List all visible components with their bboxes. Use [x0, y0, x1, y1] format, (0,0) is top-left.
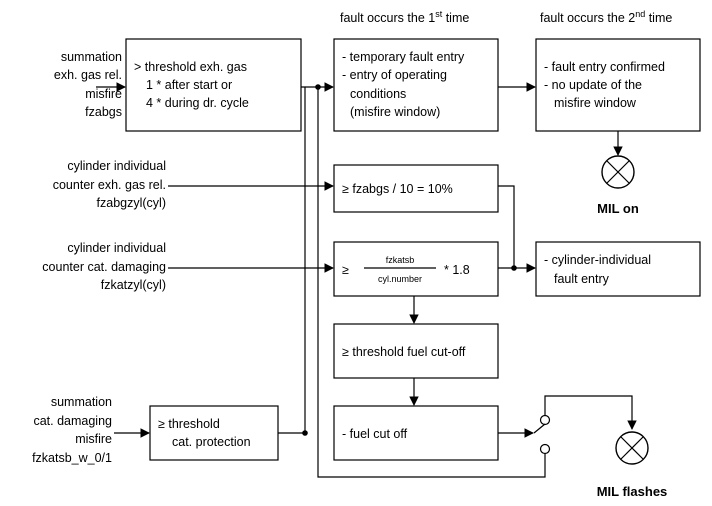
input-summation-exh-gas: summation exh. gas rel. misfire fzabgs [54, 50, 122, 119]
mil-flashes-lamp-icon [615, 431, 649, 465]
svg-text:≥ threshold fuel cut-off: ≥ threshold fuel cut-off [342, 345, 466, 359]
svg-text:cylinder individual: cylinder individual [67, 159, 166, 173]
svg-text:cyl.number: cyl.number [378, 274, 422, 284]
exh-gas-bus-line [317, 87, 546, 478]
svg-text:cat. protection: cat. protection [172, 435, 251, 449]
svg-text:(misfire window): (misfire window) [350, 105, 440, 119]
svg-text:* 1.8: * 1.8 [444, 263, 470, 277]
svg-text:fzkatsb_w_0/1: fzkatsb_w_0/1 [32, 451, 112, 465]
svg-text:conditions: conditions [350, 87, 406, 101]
box-cylinder-individual-fault-entry: - cylinder-individual fault entry [535, 241, 701, 297]
svg-text:fault entry: fault entry [554, 272, 610, 286]
svg-text:fzabgzyl(cyl): fzabgzyl(cyl) [97, 196, 166, 210]
input-cylinder-exh-gas-counter: cylinder individual counter exh. gas rel… [53, 159, 166, 210]
header-first-occurrence: fault occurs the 1st time [340, 9, 469, 25]
box-temporary-fault-entry: - temporary fault entry - entry of opera… [333, 38, 499, 132]
svg-text:≥: ≥ [342, 263, 349, 277]
svg-text:misfire window: misfire window [554, 96, 637, 110]
svg-text:counter cat. damaging: counter cat. damaging [42, 260, 166, 274]
svg-text:misfire: misfire [75, 432, 112, 446]
svg-text:cylinder individual: cylinder individual [67, 241, 166, 255]
svg-text:fzabgs: fzabgs [85, 105, 122, 119]
box-fault-entry-confirmed: - fault entry confirmed - no update of t… [535, 38, 701, 132]
mil-flashes-label: MIL flashes [597, 484, 668, 499]
box-threshold-cat-protection: ≥ threshold cat. protection [149, 405, 279, 461]
svg-text:summation: summation [51, 395, 112, 409]
svg-text:counter exh. gas rel.: counter exh. gas rel. [53, 178, 166, 192]
box-fzkatsb-ratio: ≥ fzkatsb cyl.number * 1.8 [333, 241, 499, 297]
svg-text:1 * after start or: 1 * after start or [146, 78, 232, 92]
box-fzabgs-ratio: ≥ fzabgs / 10 = 10% [333, 164, 499, 213]
svg-text:- fault entry confirmed: - fault entry confirmed [544, 60, 665, 74]
svg-text:- cylinder-individual: - cylinder-individual [544, 253, 651, 267]
mil-switch [533, 395, 637, 455]
svg-text:- entry of operating: - entry of operating [342, 68, 447, 82]
svg-text:summation: summation [61, 50, 122, 64]
svg-text:cat. damaging: cat. damaging [33, 414, 112, 428]
box-threshold-exh-gas: > threshold exh. gas 1 * after start or … [125, 38, 302, 132]
svg-text:- fuel cut off: - fuel cut off [342, 427, 408, 441]
svg-text:4 * during dr. cycle: 4 * during dr. cycle [146, 96, 249, 110]
header-second-occurrence: fault occurs the 2nd time [540, 9, 672, 25]
box-threshold-fuel-cutoff: ≥ threshold fuel cut-off [333, 323, 499, 379]
svg-text:> threshold exh. gas: > threshold exh. gas [134, 60, 247, 74]
svg-text:fzkatzyl(cyl): fzkatzyl(cyl) [101, 278, 166, 292]
svg-text:- no update of the: - no update of the [544, 78, 642, 92]
mil-on-label: MIL on [597, 201, 639, 216]
svg-text:misfire: misfire [85, 87, 122, 101]
input-cylinder-cat-damaging-counter: cylinder individual counter cat. damagin… [42, 241, 166, 292]
svg-text:≥ fzabgs / 10 = 10%: ≥ fzabgs / 10 = 10% [342, 182, 453, 196]
box-fuel-cut-off: - fuel cut off [333, 405, 499, 461]
svg-text:exh. gas rel.: exh. gas rel. [54, 68, 122, 82]
svg-text:fzkatsb: fzkatsb [386, 255, 415, 265]
svg-text:≥ threshold: ≥ threshold [158, 417, 220, 431]
svg-text:- temporary fault entry: - temporary fault entry [342, 50, 465, 64]
input-summation-cat-damaging: summation cat. damaging misfire fzkatsb_… [32, 395, 112, 465]
mil-on-lamp-icon [601, 155, 635, 189]
